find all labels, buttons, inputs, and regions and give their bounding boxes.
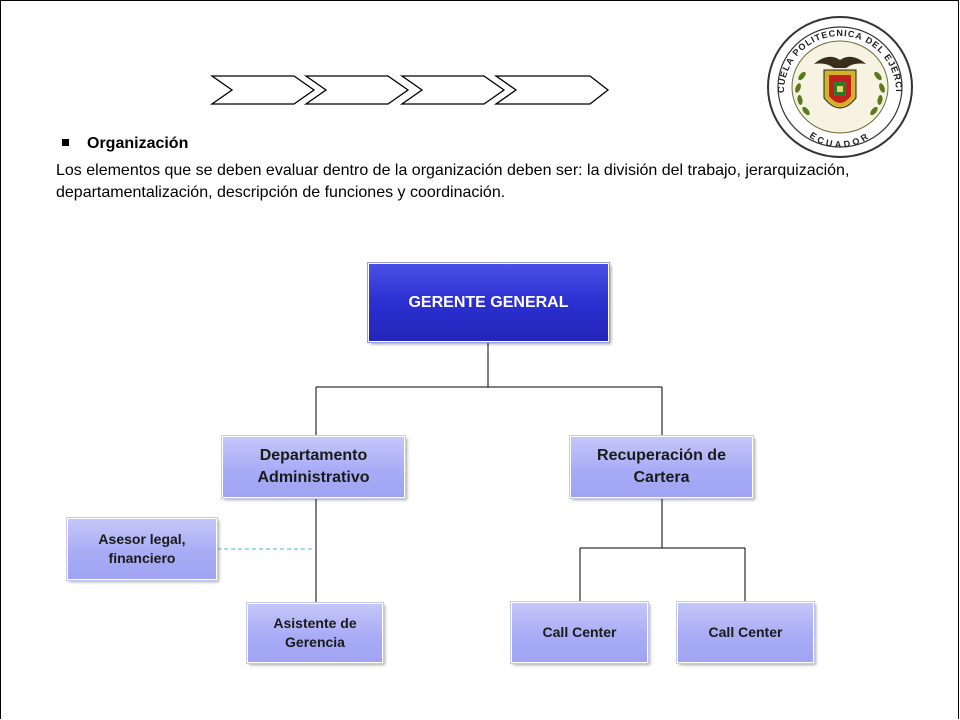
org-box-gerente-general: GERENTE GENERAL: [368, 263, 609, 342]
org-box-label: Call Center: [708, 624, 783, 640]
section-paragraph: Los elementos que se deben evaluar dentr…: [56, 162, 850, 201]
org-box-call-center-2: Call Center: [677, 602, 814, 663]
org-box-asesor-legal: Asesor legal, financiero: [67, 518, 217, 580]
process-chevrons: [210, 75, 610, 105]
org-box-label: Asistente de Gerencia: [273, 615, 357, 650]
chevron-1: [210, 75, 316, 105]
org-box-departamento-administrativo: Departamento Administrativo: [222, 436, 405, 498]
section-heading: Organización: [62, 135, 188, 153]
org-box-label: Departamento Administrativo: [257, 447, 370, 486]
org-box-call-center-1: Call Center: [511, 602, 648, 663]
chevron-2: [303, 75, 410, 105]
org-box-label: GERENTE GENERAL: [408, 293, 569, 311]
institution-seal-logo: ESCUELA POLITECNICA DEL EJERCITO ECUADOR: [764, 14, 913, 158]
laurel-icon: [795, 71, 885, 116]
bullet-icon: [62, 139, 69, 146]
org-box-label: Recuperación de Cartera: [597, 447, 726, 486]
org-box-asistente-gerencia: Asistente de Gerencia: [247, 603, 383, 663]
condor-icon: [814, 56, 866, 68]
chevron-3: [399, 75, 506, 105]
org-box-label: Asesor legal, financiero: [98, 531, 186, 566]
org-box-recuperacion-cartera: Recuperación de Cartera: [570, 436, 753, 498]
org-box-label: Call Center: [542, 624, 617, 640]
shield-icon: [823, 69, 857, 109]
section-heading-text: Organización: [87, 135, 189, 152]
chevron-4: [493, 75, 610, 105]
